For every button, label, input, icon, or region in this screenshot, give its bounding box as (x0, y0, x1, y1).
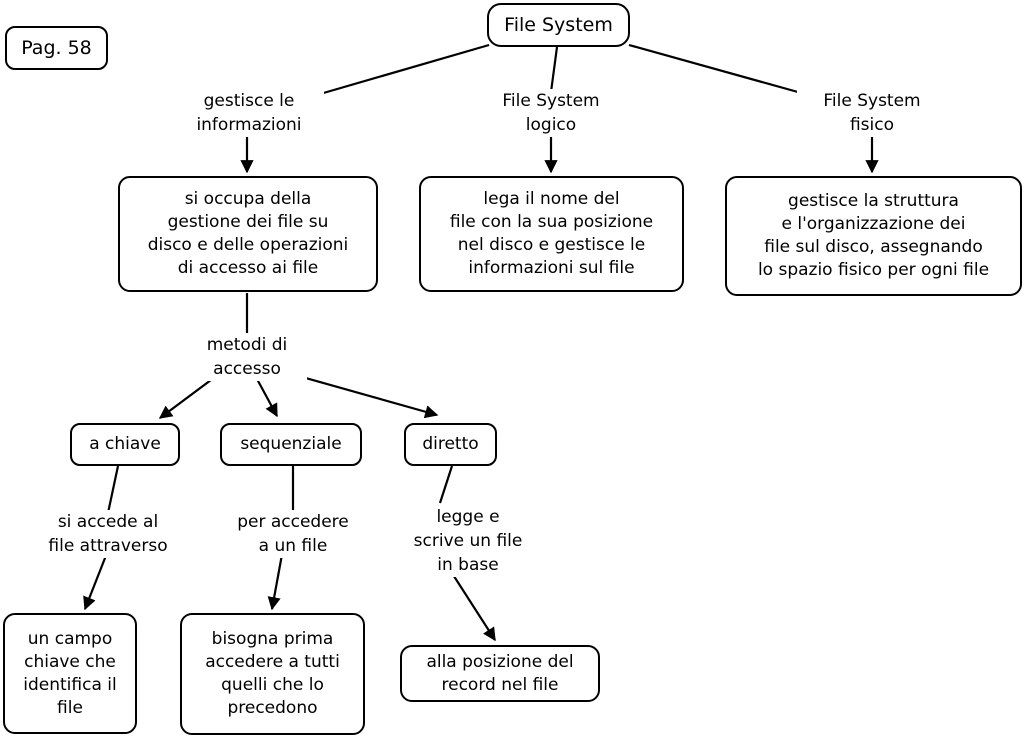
edge-siaccede-to-campochiave (83, 552, 109, 611)
edge-label-file-system-fisico: File System fisico (797, 89, 947, 137)
edge-metodi-to-achiave (158, 376, 216, 419)
edge-legge-to-allaposizione (449, 569, 496, 642)
node-diretto[interactable]: diretto (404, 423, 497, 466)
node-gestisce-la-struttura[interactable]: gestisce la struttura e l'organizzazione… (725, 176, 1022, 296)
edge-peraccedere-to-bisogna (267, 548, 285, 611)
edge-diretto-to-legge (438, 465, 454, 504)
node-a-chiave[interactable]: a chiave (70, 423, 180, 466)
edge-label-si-accede-al-file: si accede al file attraverso (33, 510, 183, 558)
edge-label-per-accedere-a-un-file: per accedere a un file (228, 510, 358, 558)
node-alla-posizione-del-record[interactable]: alla posizione del record nel file (400, 645, 600, 702)
edge-label-file-system-logico: File System logico (476, 89, 626, 137)
edge-root-to-gestisce (319, 43, 490, 96)
node-lega-il-nome-del-file[interactable]: lega il nome del file con la sua posizio… (419, 176, 684, 292)
page-marker: Pag. 58 (5, 26, 108, 70)
edge-achiave-to-siaccede (106, 465, 120, 514)
node-un-campo-chiave[interactable]: un campo chiave che identifica il file (3, 613, 137, 734)
edge-label-legge-e-scrive: legge e scrive un file in base (403, 505, 533, 577)
node-bisogna-prima-accedere[interactable]: bisogna prima accedere a tutti quelli ch… (180, 613, 365, 735)
edge-root-to-fisico (628, 43, 806, 96)
node-file-system[interactable]: File System (487, 3, 630, 47)
edge-metodi-to-sequenziale (256, 378, 278, 418)
edge-label-gestisce-le-informazioni: gestisce le informazioni (174, 89, 324, 137)
edge-metodi-to-diretto (294, 373, 439, 419)
edge-root-to-logico (549, 46, 559, 93)
node-sequenziale[interactable]: sequenziale (220, 423, 362, 466)
edge-label-metodi-di-accesso: metodi di accesso (187, 333, 307, 381)
node-si-occupa-della-gestione[interactable]: si occupa della gestione dei file su dis… (118, 176, 378, 292)
